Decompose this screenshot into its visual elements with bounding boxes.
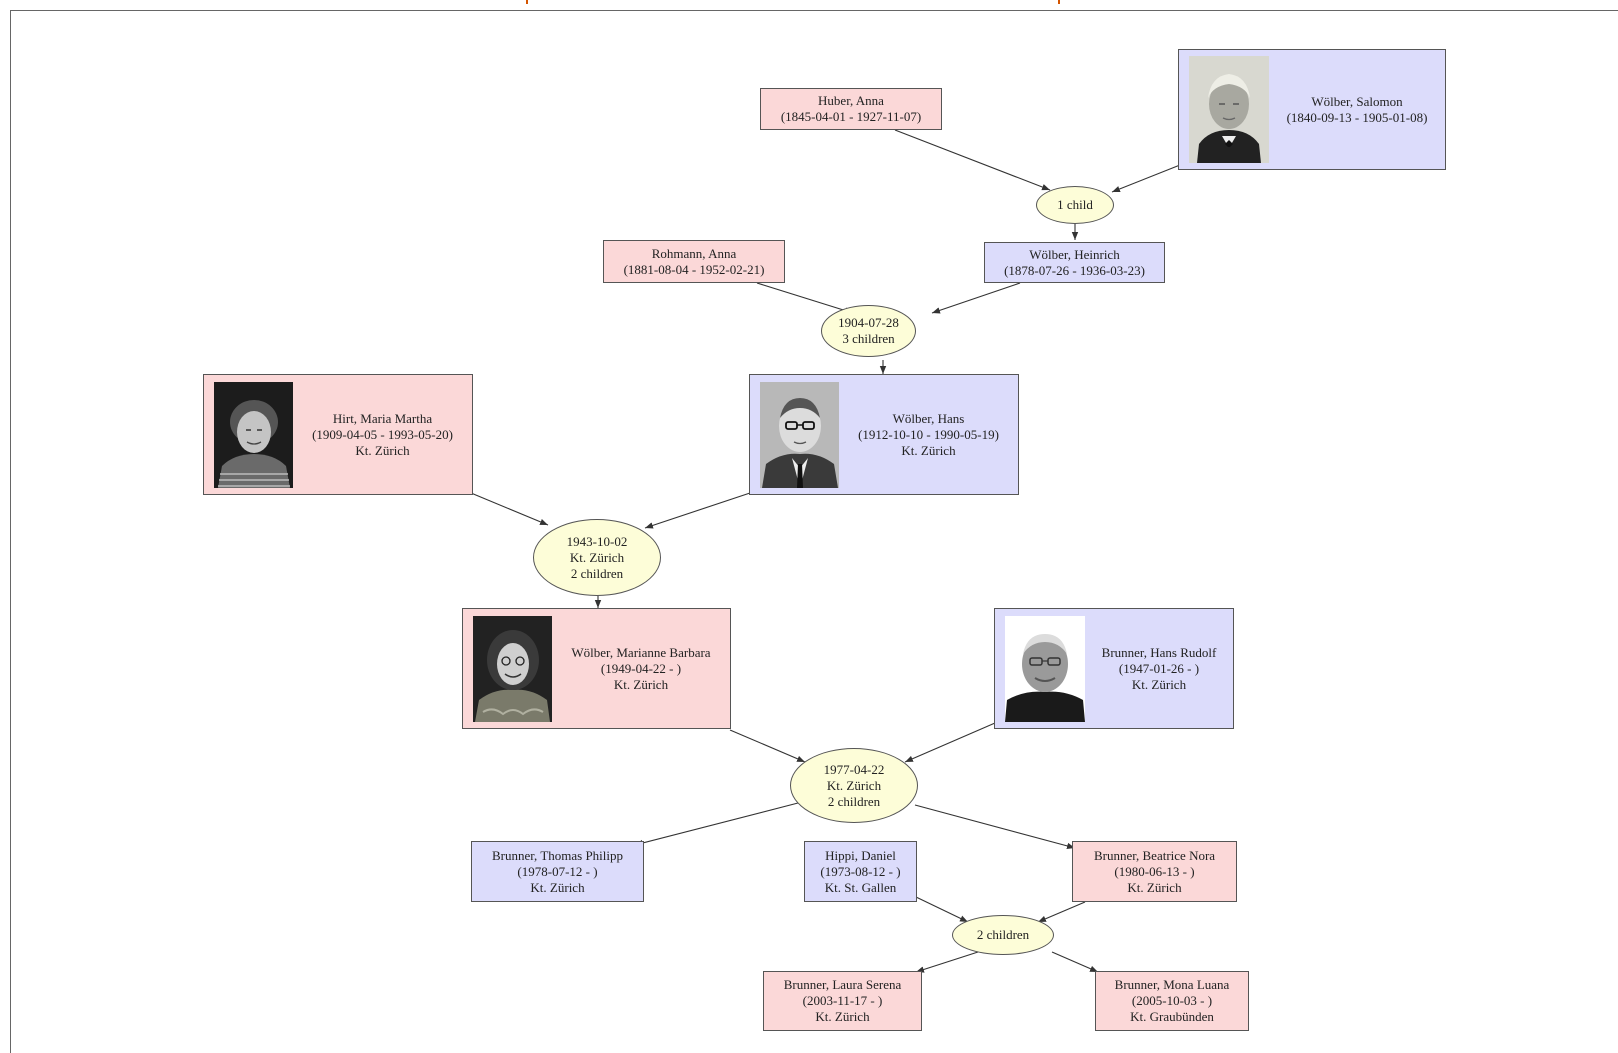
person-place: Kt. Zürich	[815, 1009, 870, 1024]
portrait-photo	[1005, 615, 1085, 722]
person-node-brunner-hans-rudolf[interactable]: Brunner, Hans Rudolf (1947-01-26 - ) Kt.…	[994, 608, 1234, 729]
person-place: Kt. Zürich	[613, 676, 669, 692]
person-name: Rohmann, Anna	[651, 245, 737, 261]
portrait-photo	[214, 381, 293, 488]
person-dates: (1978-07-12 - )	[517, 863, 598, 879]
edge	[904, 722, 996, 763]
edge	[729, 729, 806, 763]
edge	[1037, 901, 1086, 923]
person-dates: (2005-10-03 - )	[1131, 993, 1213, 1008]
family-children-count: 3 children	[842, 331, 895, 346]
frame-tick-mark	[526, 0, 528, 4]
person-node-wolber-salomon[interactable]: Wölber, Salomon (1840-09-13 - 1905-01-08…	[1178, 49, 1446, 170]
person-name: Brunner, Laura Serena	[783, 977, 902, 992]
person-node-wolber-heinrich[interactable]: Wölber, Heinrich (1878-07-26 - 1936-03-2…	[984, 242, 1165, 283]
person-node-brunner-laura-serena[interactable]: Brunner, Laura Serena (2003-11-17 - ) Kt…	[763, 971, 922, 1031]
person-dates: (1973-08-12 - )	[820, 863, 901, 879]
family-children-count: 1 child	[1057, 197, 1093, 212]
edge	[914, 804, 1076, 850]
edge	[915, 896, 969, 923]
person-dates: (1840-09-13 - 1905-01-08)	[1286, 109, 1428, 125]
person-node-huber-anna[interactable]: Huber, Anna (1845-04-01 - 1927-11-07)	[760, 88, 942, 130]
family-place: Kt. Zürich	[826, 777, 882, 793]
person-place: Kt. Graubünden	[1130, 1009, 1214, 1024]
person-name: Hirt, Maria Martha	[332, 410, 433, 426]
family-children-count: 2 children	[827, 793, 881, 809]
family-node-3[interactable]: 1943-10-02 Kt. Zürich 2 children	[533, 519, 661, 596]
portrait-photo	[760, 381, 839, 488]
person-dates: (2003-11-17 - )	[802, 993, 883, 1008]
person-dates: (1878-07-26 - 1936-03-23)	[1004, 262, 1145, 278]
person-place: Kt. Zürich	[355, 442, 410, 458]
person-name: Brunner, Hans Rudolf	[1101, 644, 1217, 660]
person-place: Kt. Zürich	[901, 442, 956, 458]
family-marriage-date: 1943-10-02	[566, 533, 628, 549]
frame-tick-mark	[1058, 0, 1060, 4]
person-name: Wölber, Salomon	[1311, 93, 1403, 109]
person-node-rohmann-anna[interactable]: Rohmann, Anna (1881-08-04 - 1952-02-21)	[603, 240, 785, 283]
diagram-frame	[10, 10, 1618, 1053]
edge	[634, 802, 799, 847]
family-node-5[interactable]: 2 children	[952, 915, 1054, 955]
person-dates: (1949-04-22 - )	[600, 660, 682, 676]
edge	[644, 492, 751, 529]
family-children-count: 2 children	[976, 927, 1030, 942]
person-dates: (1980-06-13 - )	[1114, 863, 1195, 879]
person-name: Wölber, Marianne Barbara	[571, 644, 711, 660]
family-marriage-date: 1977-04-22	[823, 761, 885, 777]
person-place: Kt. Zürich	[1127, 879, 1182, 895]
person-dates: (1947-01-26 - )	[1118, 660, 1200, 676]
person-node-brunner-mona-luana[interactable]: Brunner, Mona Luana (2005-10-03 - ) Kt. …	[1095, 971, 1249, 1031]
person-name: Wölber, Hans	[892, 410, 965, 426]
edge	[470, 492, 549, 526]
person-node-wolber-marianne-barbara[interactable]: Wölber, Marianne Barbara (1949-04-22 - )…	[462, 608, 731, 729]
person-node-hirt-maria-martha[interactable]: Hirt, Maria Martha (1909-04-05 - 1993-05…	[203, 374, 473, 495]
person-dates: (1881-08-04 - 1952-02-21)	[623, 261, 765, 277]
person-dates: (1845-04-01 - 1927-11-07)	[780, 109, 922, 124]
family-marriage-date: 1904-07-28	[838, 315, 899, 330]
family-place: Kt. Zürich	[569, 549, 625, 565]
person-place: Kt. Zürich	[530, 879, 585, 895]
person-dates: (1912-10-10 - 1990-05-19)	[858, 426, 999, 442]
person-name: Brunner, Mona Luana	[1114, 977, 1230, 992]
portrait-photo	[1189, 56, 1269, 163]
person-node-wolber-hans[interactable]: Wölber, Hans (1912-10-10 - 1990-05-19) K…	[749, 374, 1019, 495]
family-node-4[interactable]: 1977-04-22 Kt. Zürich 2 children	[790, 748, 918, 823]
edge	[756, 282, 854, 314]
edge	[931, 282, 1021, 314]
family-node-1[interactable]: 1 child	[1036, 186, 1114, 224]
person-name: Brunner, Thomas Philipp	[491, 847, 624, 863]
edge	[894, 129, 1051, 191]
person-name: Wölber, Heinrich	[1029, 246, 1120, 262]
person-node-hippi-daniel[interactable]: Hippi, Daniel (1973-08-12 - ) Kt. St. Ga…	[804, 841, 917, 902]
edge	[915, 951, 979, 973]
family-node-2[interactable]: 1904-07-28 3 children	[821, 305, 916, 357]
portrait-photo	[473, 615, 552, 722]
person-name: Huber, Anna	[818, 93, 884, 108]
person-dates: (1909-04-05 - 1993-05-20)	[312, 426, 453, 442]
person-place: Kt. Zürich	[1131, 676, 1187, 692]
person-place: Kt. St. Gallen	[824, 879, 897, 895]
edge	[1051, 951, 1099, 973]
person-name: Brunner, Beatrice Nora	[1093, 847, 1216, 863]
person-node-brunner-beatrice-nora[interactable]: Brunner, Beatrice Nora (1980-06-13 - ) K…	[1072, 841, 1237, 902]
person-node-brunner-thomas-philipp[interactable]: Brunner, Thomas Philipp (1978-07-12 - ) …	[471, 841, 644, 902]
person-name: Hippi, Daniel	[825, 847, 896, 863]
family-children-count: 2 children	[570, 565, 624, 581]
edge	[1111, 164, 1181, 193]
